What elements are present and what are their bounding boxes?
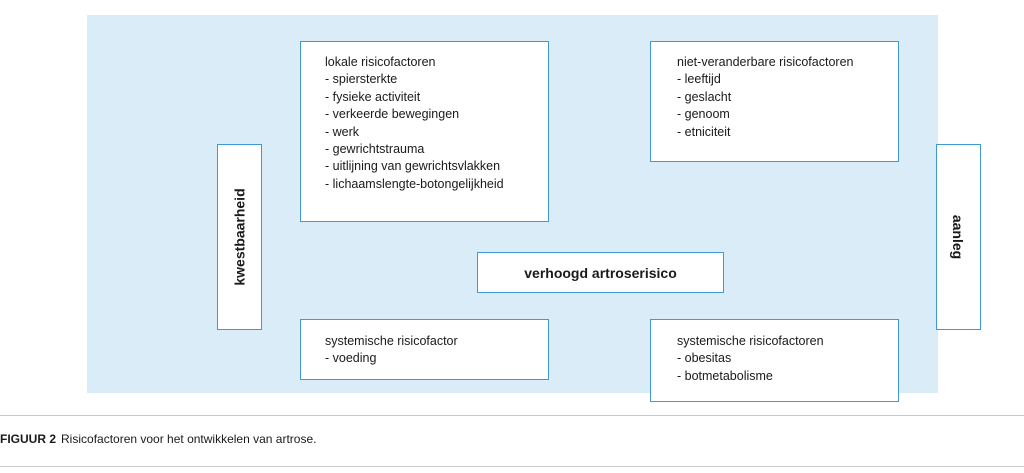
- figure-caption-label: FIGUUR 2: [0, 432, 57, 446]
- local-risk-factors-title: lokale risicofactoren: [325, 55, 436, 69]
- systemic-risk-factor-box: systemische risicofactor voeding: [300, 319, 549, 380]
- list-item: werk: [325, 124, 548, 141]
- list-item: leeftijd: [677, 71, 898, 88]
- list-item: spiersterkte: [325, 71, 548, 88]
- list-item: fysieke activiteit: [325, 89, 548, 106]
- figure-caption: FIGUUR 2 Risicofactoren voor het ontwikke…: [0, 432, 316, 446]
- systemic-risk-factors-box: systemische risicofactoren obesitas botm…: [650, 319, 899, 402]
- list-item: gewrichtstrauma: [325, 141, 548, 158]
- caption-bottom-rule: [0, 466, 1024, 467]
- list-item: obesitas: [677, 350, 898, 367]
- predisposition-box: aanleg: [936, 144, 981, 330]
- nonmodifiable-risk-factors-list: leeftijd geslacht genoom etniciteit: [677, 71, 898, 141]
- list-item: voeding: [325, 350, 548, 367]
- list-item: etniciteit: [677, 124, 898, 141]
- list-item: genoom: [677, 106, 898, 123]
- list-item: uitlijning van gewrichtsvlakken: [325, 158, 548, 175]
- local-risk-factors-box: lokale risicofactoren spiersterkte fysie…: [300, 41, 549, 222]
- systemic-risk-factors-title: systemische risicofactoren: [677, 334, 824, 348]
- list-item: lichaamslengte-botongelijkheid: [325, 176, 548, 193]
- increased-risk-box: verhoogd artroserisico: [477, 252, 724, 293]
- list-item: botmetabolisme: [677, 368, 898, 385]
- local-risk-factors-list: spiersterkte fysieke activiteit verkeerd…: [325, 71, 548, 193]
- increased-risk-label: verhoogd artroserisico: [524, 264, 677, 281]
- list-item: verkeerde bewegingen: [325, 106, 548, 123]
- systemic-risk-factors-list: obesitas botmetabolisme: [677, 350, 898, 385]
- list-item: geslacht: [677, 89, 898, 106]
- figure-caption-text: Risicofactoren voor het ontwikkelen van …: [61, 432, 317, 446]
- vulnerability-label: kwestbaarheid: [231, 188, 248, 286]
- predisposition-label: aanleg: [950, 214, 967, 260]
- caption-top-rule: [0, 415, 1024, 416]
- vulnerability-box: kwestbaarheid: [217, 144, 262, 330]
- nonmodifiable-risk-factors-box: niet-veranderbare risicofactoren leeftij…: [650, 41, 899, 162]
- diagram-panel: lokale risicofactoren spiersterkte fysie…: [87, 15, 981, 402]
- nonmodifiable-risk-factors-title: niet-veranderbare risicofactoren: [677, 55, 854, 69]
- systemic-risk-factor-title: systemische risicofactor: [325, 334, 458, 348]
- systemic-risk-factor-list: voeding: [325, 350, 548, 367]
